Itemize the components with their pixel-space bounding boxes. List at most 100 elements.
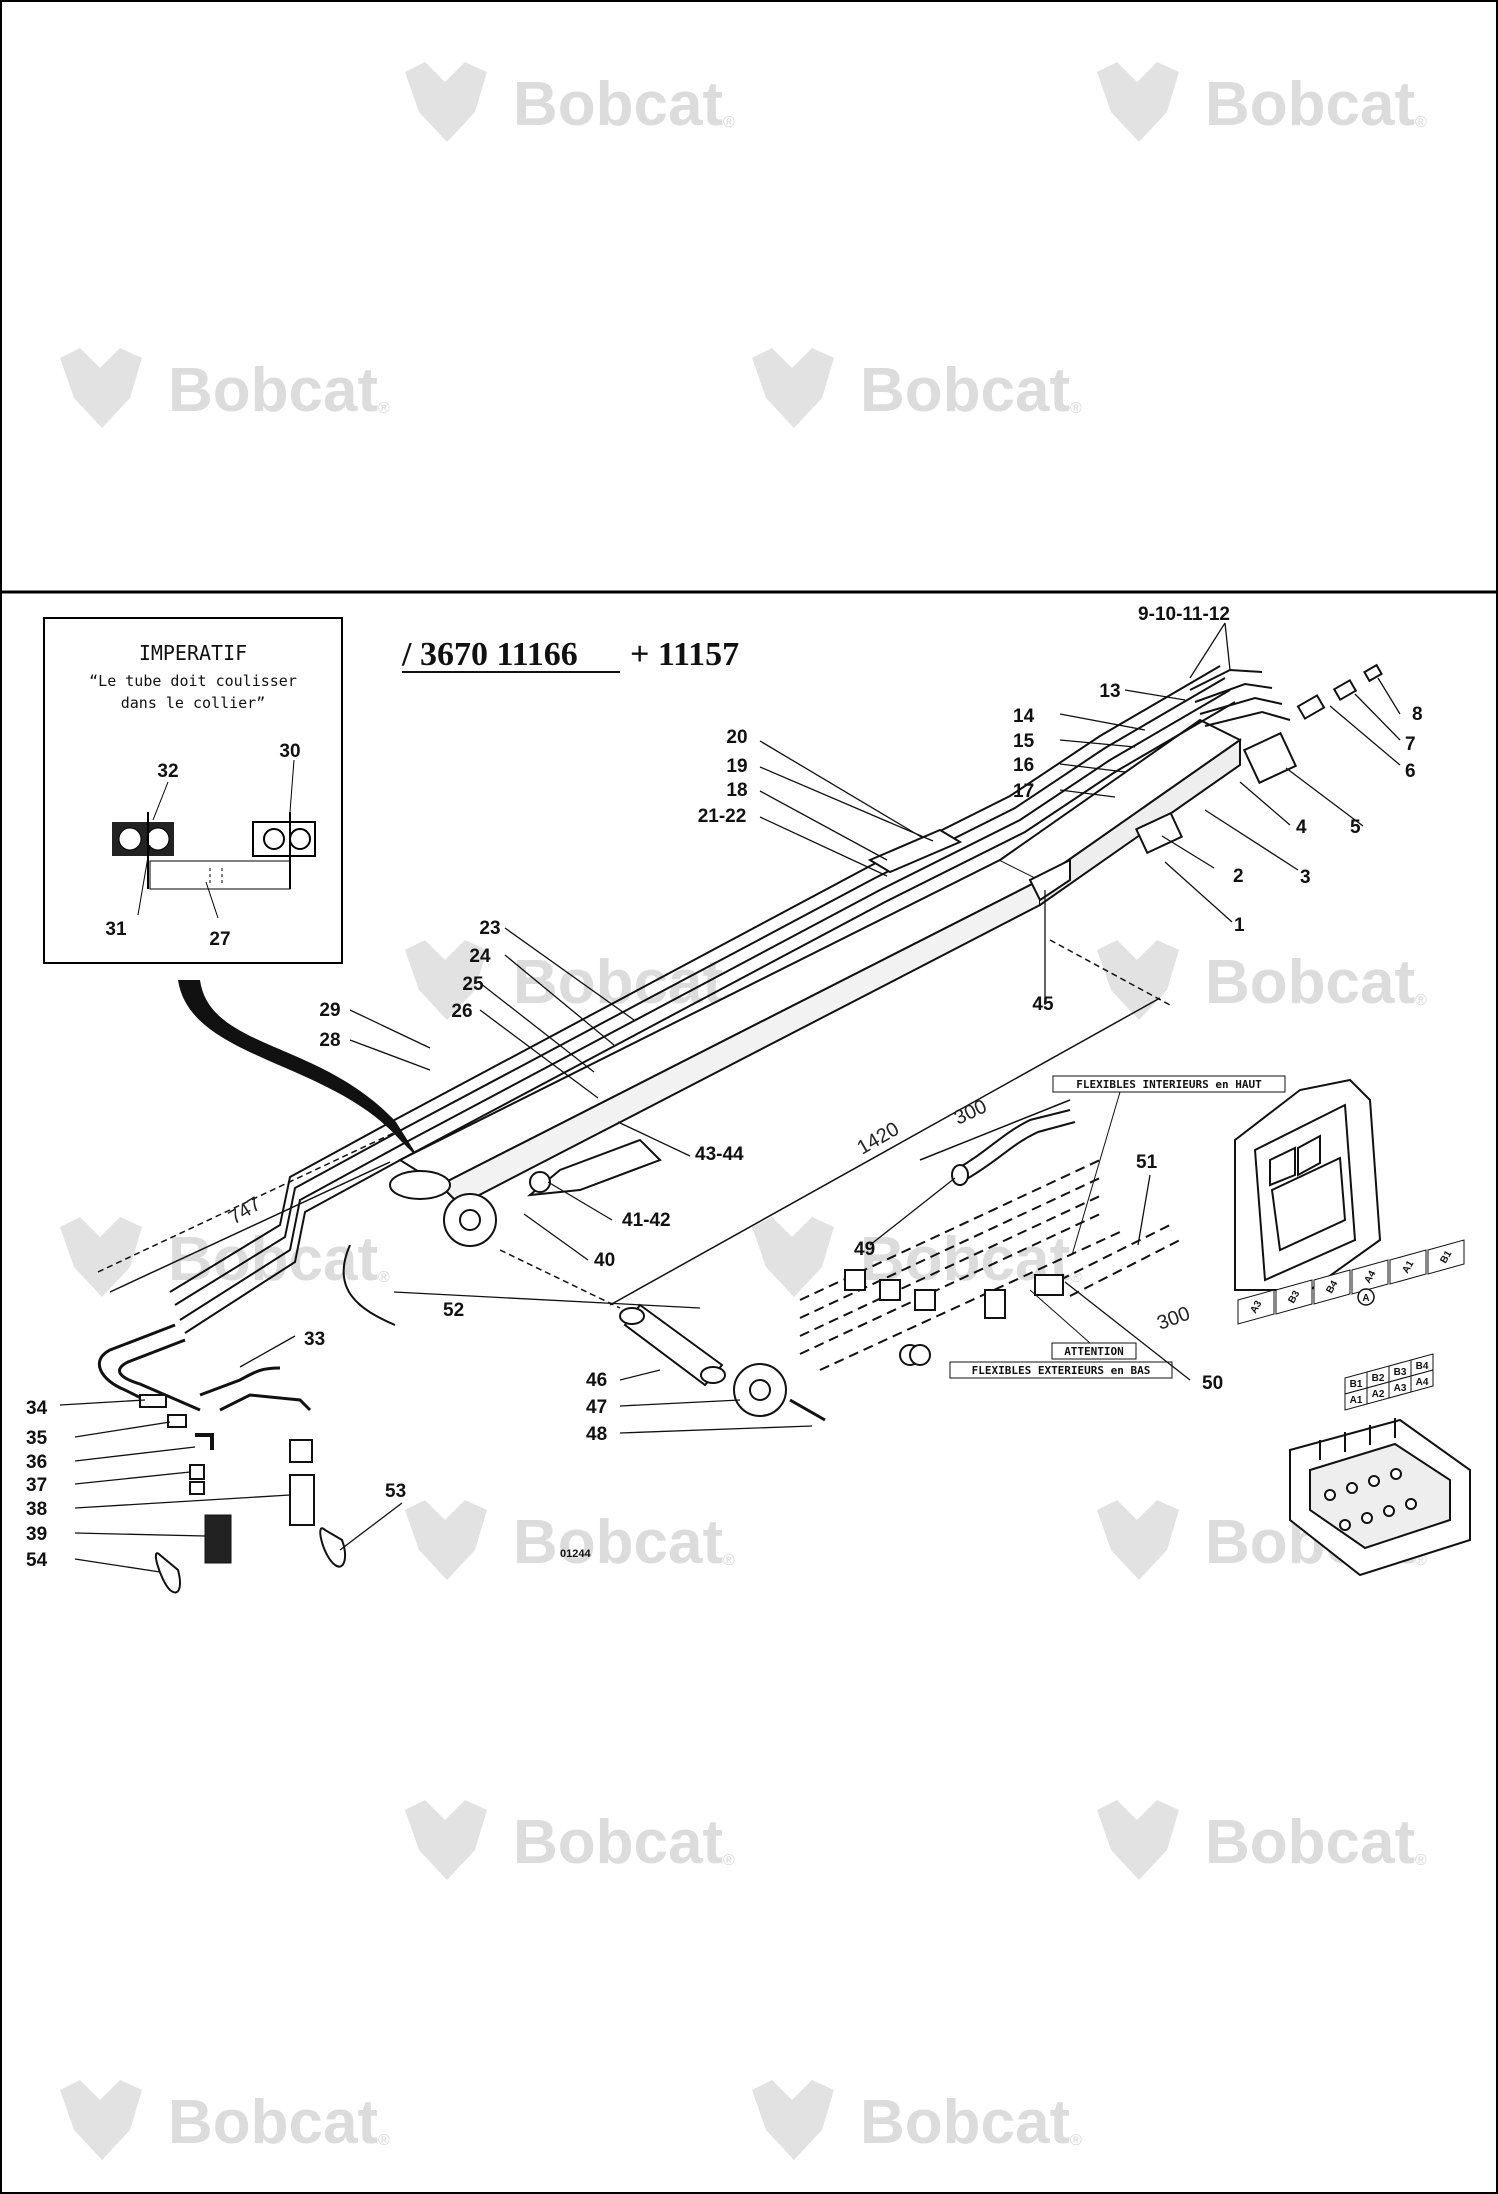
port-tag: A3: [1237, 1289, 1275, 1325]
valve-tag: A4: [1410, 1369, 1434, 1393]
left-hose-fittings: [97, 1323, 347, 1594]
registered-mark: ®: [1070, 1269, 1082, 1286]
bobcat-watermark: Bobcat®: [405, 1500, 735, 1580]
inset-line-1: “Le tube doit coulisser: [89, 672, 297, 690]
reference-suffix: + 11157: [630, 636, 739, 673]
watermark-text: Bobcat: [1205, 1808, 1415, 1877]
callout-25: 25: [462, 974, 484, 995]
callout-51: 51: [1136, 1152, 1158, 1173]
callout-14: 14: [1013, 706, 1035, 727]
pin-pulley-parts: [619, 1303, 826, 1422]
svg-text:A3: A3: [1394, 1383, 1407, 1394]
callout-37: 37: [26, 1475, 47, 1496]
watermark-text: Bobcat: [513, 70, 723, 139]
port-tag: B4: [1313, 1269, 1351, 1305]
callout-19: 19: [726, 756, 747, 777]
callout-6: 6: [1405, 761, 1416, 782]
callout-41-42: 41-42: [622, 1210, 671, 1231]
callout-43-44: 43-44: [695, 1144, 744, 1165]
callout-26: 26: [451, 1001, 472, 1022]
registered-mark: ®: [1070, 2132, 1082, 2149]
callout-52: 52: [443, 1300, 464, 1321]
port-tag: B1: [1427, 1239, 1465, 1275]
callout-47: 47: [586, 1397, 607, 1418]
port-tag: B3: [1275, 1279, 1313, 1315]
watermark-text: Bobcat: [513, 948, 723, 1017]
note-attention-text: ATTENTION: [1064, 1345, 1124, 1358]
callout-49: 49: [854, 1239, 875, 1260]
note-flexibles-interieurs-text: FLEXIBLES INTERIEURS en HAUT: [1076, 1078, 1262, 1091]
callout-38: 38: [26, 1499, 47, 1520]
watermark-text: Bobcat: [168, 356, 378, 425]
circle-a-marker: [1357, 1288, 1375, 1306]
callout-18: 18: [726, 780, 747, 801]
inset-pointer-arrow: [178, 980, 420, 1160]
note-flexibles-interieurs: FLEXIBLES INTERIEURS en HAUT: [1052, 1075, 1286, 1256]
callout-53: 53: [385, 1481, 406, 1502]
note-attention: ATTENTION FLEXIBLES EXTERIEURS en BAS: [949, 1289, 1173, 1379]
svg-text:A2: A2: [1372, 1389, 1385, 1400]
hose-detail: [951, 1109, 1076, 1186]
bobcat-watermark: Bobcat®: [60, 348, 390, 428]
callout-29: 29: [319, 1000, 340, 1021]
bobcat-watermark: Bobcat®: [1097, 940, 1427, 1020]
registered-mark: ®: [1415, 114, 1427, 131]
drawing-number: 01244: [560, 1548, 591, 1560]
reference-header: / 3670 11166 + 11157: [401, 636, 739, 673]
watermark-text: Bobcat: [168, 2088, 378, 2157]
port-tag: A1: [1389, 1249, 1427, 1285]
bobcat-watermark: Bobcat®: [60, 1217, 390, 1297]
callout-15: 15: [1013, 731, 1035, 752]
callout-5: 5: [1350, 817, 1361, 838]
svg-text:B4: B4: [1416, 1361, 1429, 1372]
svg-text:A4: A4: [1416, 1377, 1429, 1388]
registered-mark: ®: [723, 1552, 735, 1569]
registered-mark: ®: [378, 400, 390, 417]
registered-mark: ®: [1415, 992, 1427, 1009]
svg-text:B1: B1: [1350, 1379, 1363, 1390]
callout-31: 31: [105, 919, 127, 940]
callout-16: 16: [1013, 755, 1034, 776]
registered-mark: ®: [723, 1852, 735, 1869]
reference-prefix: / 3670 11166: [401, 636, 578, 673]
callout-9-10-11-12: 9-10-11-12: [1138, 604, 1230, 625]
registered-mark: ®: [378, 1269, 390, 1286]
callout-33: 33: [304, 1329, 325, 1350]
callout-50: 50: [1202, 1373, 1223, 1394]
imperatif-inset: IMPERATIF “Le tube doit coulisser dans l…: [43, 617, 343, 964]
callout-23: 23: [479, 918, 500, 939]
registered-mark: ®: [1415, 1852, 1427, 1869]
watermark-text: Bobcat: [1205, 948, 1415, 1017]
bobcat-watermark: Bobcat®: [752, 2080, 1082, 2160]
watermark-text: Bobcat: [168, 1225, 378, 1294]
bobcat-watermark: Bobcat®: [405, 940, 735, 1020]
callout-17: 17: [1013, 781, 1034, 802]
port-tag: A4: [1351, 1259, 1389, 1295]
dashed-hose-bundle: [799, 1159, 1181, 1371]
watermark-text: Bobcat: [1205, 70, 1415, 139]
boom-assembly: [169, 663, 1383, 1334]
watermark-text: Bobcat: [860, 356, 1070, 425]
dimension-lines: [97, 939, 1171, 1309]
registered-mark: ®: [1070, 400, 1082, 417]
callout-34: 34: [26, 1398, 48, 1419]
callout-20: 20: [726, 727, 747, 748]
callout-7: 7: [1405, 734, 1416, 755]
watermark-text: Bobcat: [513, 1808, 723, 1877]
callout-39: 39: [26, 1524, 47, 1545]
bobcat-watermark: Bobcat®: [752, 1217, 1082, 1297]
svg-text:A1: A1: [1350, 1395, 1363, 1406]
callout-30: 30: [279, 741, 300, 762]
valve-bank: [1289, 1418, 1471, 1577]
callout-21-22: 21-22: [698, 806, 747, 827]
registered-mark: ®: [723, 114, 735, 131]
callout-40: 40: [594, 1250, 615, 1271]
callout-labels: 9-10-11-12 13 14 15 16 17 8 7 6 5 4 3 2 …: [26, 604, 1423, 1571]
inset-line-2: dans le collier”: [121, 694, 266, 712]
registered-mark: ®: [378, 2132, 390, 2149]
bobcat-watermark: Bobcat®: [1097, 1800, 1427, 1880]
callout-27: 27: [209, 929, 230, 950]
bobcat-watermark: Bobcat®: [405, 62, 735, 142]
